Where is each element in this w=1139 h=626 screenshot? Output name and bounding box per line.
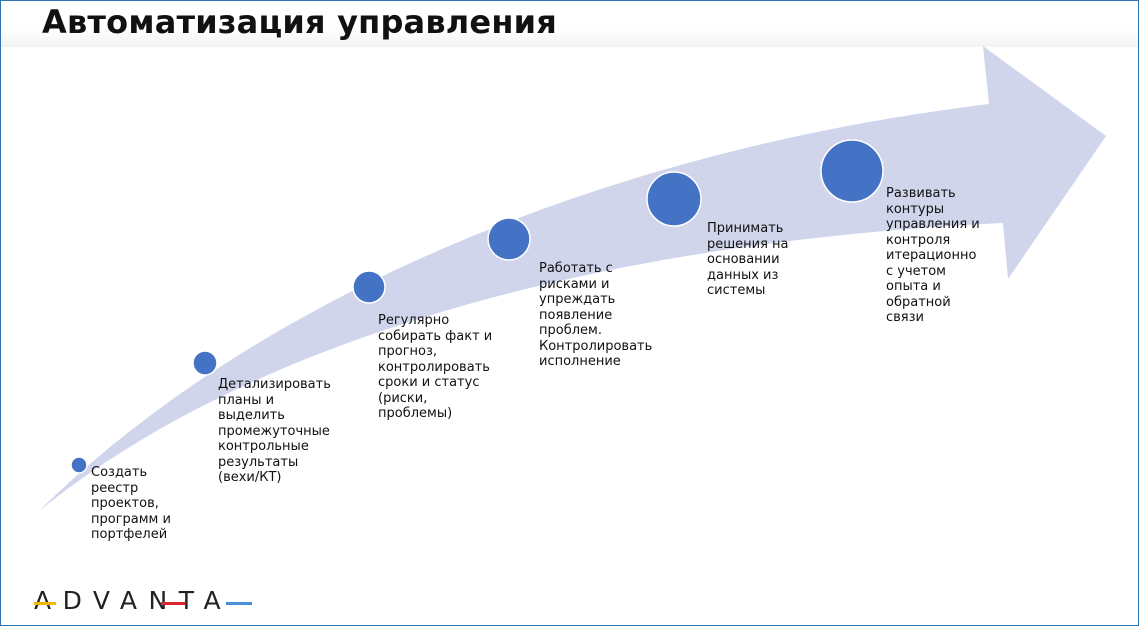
logo-wordmark: ADVANTA — [34, 586, 233, 615]
step-5-text: Принимать решения на основании данных из… — [707, 221, 789, 298]
step-3-circle — [352, 270, 386, 304]
step-5-circle — [646, 171, 702, 227]
step-4-circle — [487, 217, 531, 261]
logo-accent-yellow — [34, 602, 56, 605]
step-6-circle — [820, 139, 884, 203]
advanta-logo: ADVANTA — [34, 586, 264, 618]
step-1-circle — [70, 456, 88, 474]
title-band — [1, 1, 1138, 47]
step-2-text: Детализировать планы и выделить промежут… — [218, 377, 331, 485]
slide-title: Автоматизация управления — [42, 3, 558, 41]
step-3-text: Регулярно собирать факт и прогноз, контр… — [378, 313, 493, 421]
step-4-text: Работать с рисками и упреждать появление… — [539, 261, 653, 369]
logo-accent-blue — [226, 602, 252, 605]
step-1-text: Создать реестр проектов, программ и порт… — [91, 465, 171, 542]
step-2-circle — [192, 350, 218, 376]
logo-accent-red — [161, 602, 185, 605]
step-6-text: Развивать контуры управления и контроля … — [886, 186, 980, 325]
